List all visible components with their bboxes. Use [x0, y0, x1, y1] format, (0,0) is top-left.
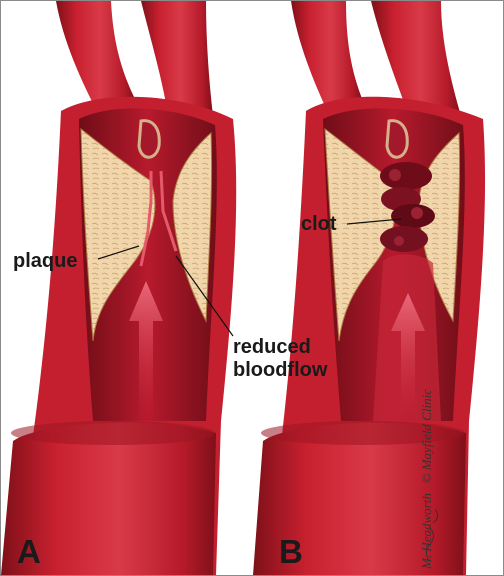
- reduced-bloodflow-label-line2: bloodflow: [233, 359, 327, 382]
- panel-a-label: A: [17, 535, 41, 568]
- plaque-label: plaque: [13, 251, 77, 271]
- reduced-bloodflow-label: reduced bloodflow: [233, 336, 327, 382]
- reduced-bloodflow-label-line1: reduced: [233, 336, 327, 359]
- image-credit: M. Headworth © Mayfield Clinic: [419, 389, 435, 569]
- panel-b-artery: [253, 1, 485, 575]
- clot-label: clot: [301, 214, 337, 234]
- artist-credit: M. Headworth: [419, 493, 434, 569]
- clot-mass: [380, 162, 435, 252]
- panel-a-artery: [1, 1, 236, 575]
- panel-b-label: B: [279, 535, 303, 568]
- copyright-credit: © Mayfield Clinic: [419, 389, 434, 483]
